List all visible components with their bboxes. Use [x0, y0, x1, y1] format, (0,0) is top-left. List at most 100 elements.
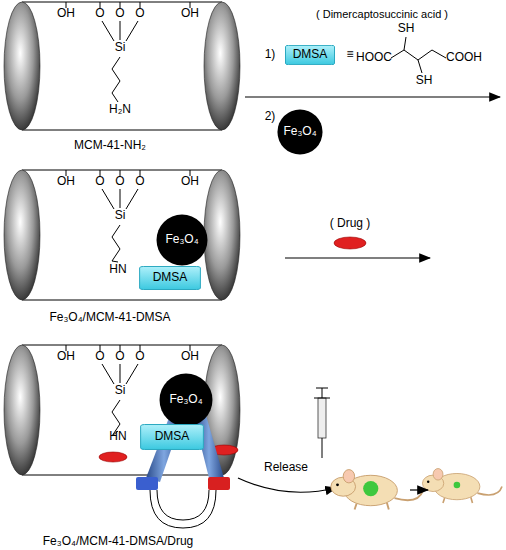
mouse-leg [355, 504, 357, 510]
hydroxyl-group: OH [57, 350, 75, 363]
silicon-atom: Si [115, 384, 126, 397]
nanoparticle-circle: Fe₃O₄ [159, 373, 213, 427]
pore-wall [22, 2, 222, 3]
reagent-name: ( Drug ) [330, 217, 371, 230]
pore-end [204, 170, 240, 300]
mouse-tail [477, 487, 502, 495]
tumor-spot [363, 481, 378, 496]
hydroxyl-group: OH [181, 7, 199, 20]
hydroxyl-group: OH [57, 7, 75, 20]
syringe-plunger [316, 388, 328, 389]
material-name: MCM-41-NH₂ [74, 139, 146, 152]
silicon-atom: Si [115, 41, 126, 54]
mouse [331, 470, 423, 510]
bond-line [120, 189, 121, 208]
ligand-label: DMSA [155, 430, 190, 443]
amide-group: HN [109, 430, 126, 443]
bond-line [120, 364, 121, 383]
gate-ring [150, 490, 216, 528]
mouse-tail [395, 491, 424, 501]
pore-wall [22, 130, 222, 131]
pore-end [4, 345, 40, 475]
drug-molecule [99, 452, 127, 462]
oxygen-atom: O [135, 7, 144, 20]
drug-molecule [334, 237, 366, 249]
syringe-needle [322, 438, 323, 458]
mouse-ear [343, 470, 354, 483]
particle-fill [157, 215, 208, 266]
silicon-atom: Si [115, 209, 126, 222]
dmsa-box: DMSA [285, 45, 335, 65]
dmsa-box: DMSA [140, 424, 204, 450]
bond-line [126, 189, 138, 209]
hydroxyl-group: OH [57, 175, 75, 188]
reagent-name: ( Dimercaptosuccinic acid ) [316, 8, 448, 20]
thiol-group: SH [398, 22, 415, 35]
tumor-spot [454, 482, 461, 489]
mouse-leg [387, 503, 389, 510]
bond-line [112, 225, 120, 262]
box-fill [140, 266, 201, 289]
hydroxyl-group: OH [181, 175, 199, 188]
pore-wall [22, 345, 222, 346]
thiol-group: SH [416, 74, 433, 87]
particle-fill [277, 109, 322, 154]
mouse-leg [443, 498, 445, 503]
mouse-leg [471, 497, 473, 503]
material-name: Fe₃O₄/MCM-41-DMSA/Drug [43, 535, 193, 548]
mouse-eye [427, 480, 429, 482]
time-arrow [410, 489, 428, 490]
carboxyl-group: COOH [446, 51, 482, 64]
oxygen-atom: O [115, 350, 124, 363]
oxygen-atom: O [95, 7, 104, 20]
pore-wall [22, 300, 222, 301]
bond-line [391, 50, 446, 60]
mouse [422, 469, 502, 503]
bond-line [126, 21, 138, 41]
oxygen-atom: O [115, 175, 124, 188]
pore-wall [22, 170, 222, 171]
ligand-label: DMSA [293, 48, 328, 61]
box-fill [286, 45, 335, 64]
box-fill [141, 425, 204, 450]
bond-line [102, 364, 114, 384]
pore-end [4, 170, 40, 300]
pore-end [204, 2, 240, 130]
pore-end [4, 2, 40, 130]
oxygen-atom: O [95, 175, 104, 188]
reaction-arrow [285, 257, 430, 258]
process-label: Release [264, 461, 308, 474]
mouse-eye [336, 483, 339, 486]
oxygen-atom: O [135, 350, 144, 363]
syringe-plunger [322, 388, 323, 398]
reaction-arrow [245, 96, 500, 97]
syringe-barrel [318, 398, 326, 438]
particle-label: Fe₃O₄ [283, 125, 316, 138]
dmsa-box: DMSA [139, 266, 201, 290]
amide-group: HN [109, 263, 126, 276]
bond-line [404, 37, 406, 50]
step-number: 1) [265, 48, 276, 61]
oxygen-atom: O [95, 350, 104, 363]
bond-line [112, 57, 120, 102]
bond-line [102, 189, 114, 209]
bond-line [120, 21, 121, 40]
gate-cap-blue [136, 477, 158, 490]
particle-label: Fe₃O₄ [165, 233, 198, 246]
oxygen-atom: O [115, 7, 124, 20]
mouse-ear [433, 469, 443, 480]
carboxyl-group: HOOC [356, 51, 392, 64]
release-arrow [238, 478, 336, 492]
bond-line [418, 60, 422, 73]
bond-line [126, 364, 138, 384]
oxygen-atom: O [135, 175, 144, 188]
step-number: 2) [265, 110, 276, 123]
amine-group: H₂N [109, 103, 131, 116]
particle-fill [160, 374, 213, 427]
pore-wall [22, 475, 222, 476]
material-name: Fe₃O₄/MCM-41-DMSA [49, 311, 170, 324]
particle-label: Fe₃O₄ [169, 393, 202, 406]
gate-ring [157, 490, 209, 520]
equivalence-sign: ≡ [346, 48, 353, 61]
